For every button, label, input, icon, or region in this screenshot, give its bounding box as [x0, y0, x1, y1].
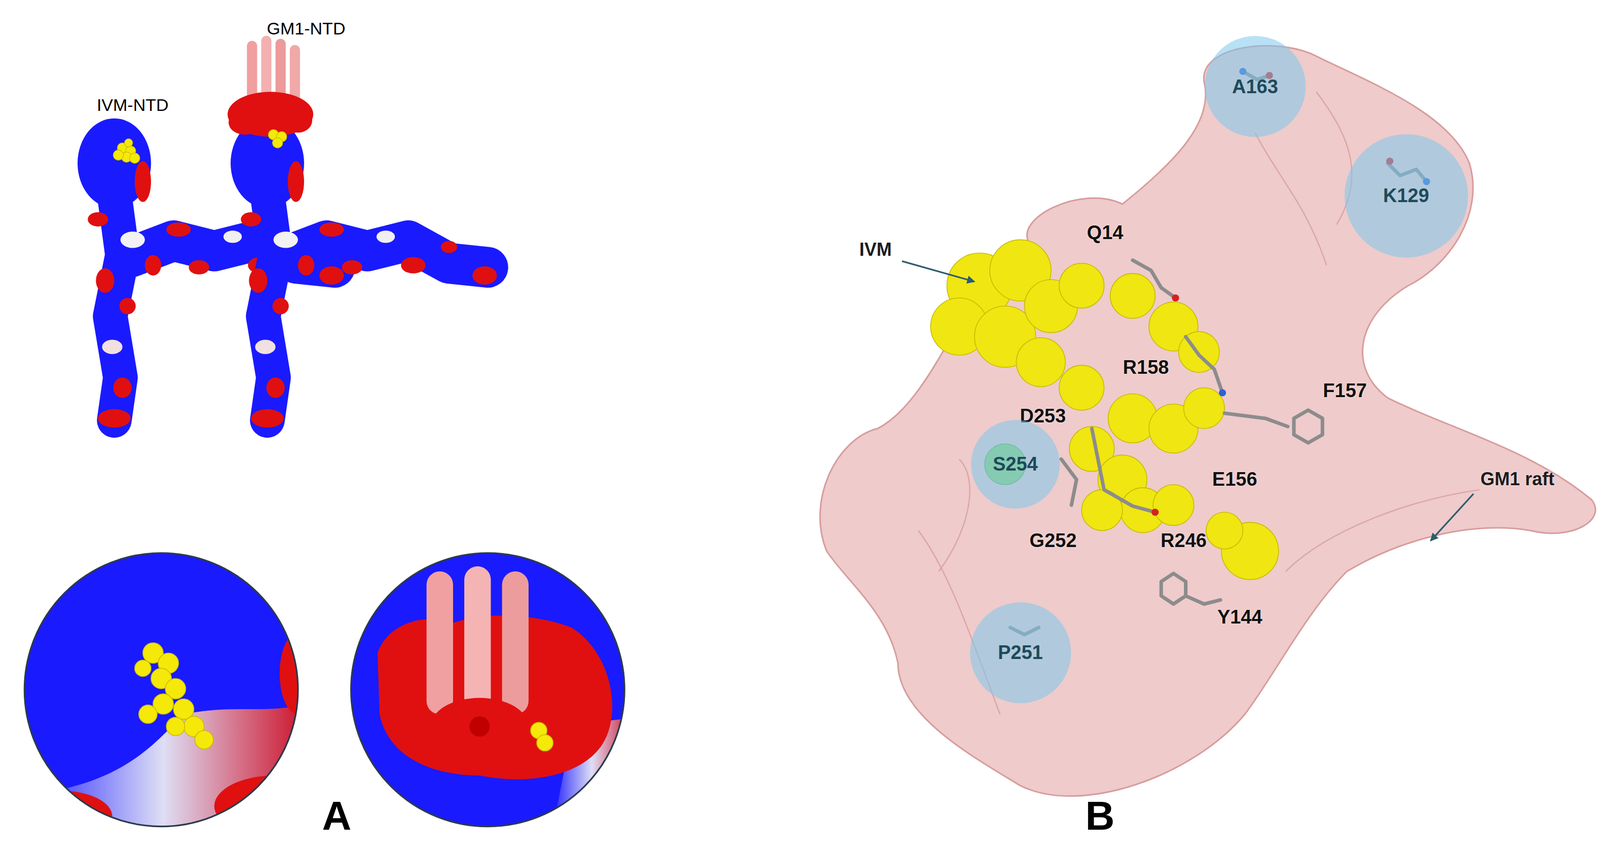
highlight-circle: P251	[969, 602, 1072, 704]
residue-label: P251	[997, 642, 1044, 664]
highlight-circle: K129	[1344, 133, 1469, 259]
residue-label: G252	[1029, 531, 1077, 551]
highlight-disc	[1344, 134, 1469, 258]
panel-letter: A	[322, 796, 352, 837]
highlight-circle: S254	[970, 419, 1061, 510]
residue-label: A163	[1232, 76, 1279, 98]
residue-label: F157	[1322, 381, 1367, 401]
ligand-label: IVM	[859, 240, 892, 259]
residue-label: Y144	[1217, 607, 1263, 627]
highlight-disc	[971, 419, 1060, 509]
residue-label: Q14	[1087, 222, 1124, 243]
panel-title: IVM-NTD	[96, 96, 169, 114]
residue-label: R246	[1160, 531, 1207, 551]
residue-label: E156	[1212, 469, 1258, 490]
residue-label: R158	[1123, 357, 1170, 378]
residue-label: S254	[992, 453, 1038, 476]
panel-letter: B	[1085, 796, 1115, 837]
highlight-disc	[970, 602, 1071, 704]
raft-label: GM1 raft	[1480, 470, 1555, 489]
highlight-disc	[1204, 35, 1306, 137]
panel-title: GM1-NTD	[267, 19, 346, 37]
residue-label: K129	[1383, 184, 1430, 207]
highlight-circle: A163	[1204, 35, 1307, 138]
